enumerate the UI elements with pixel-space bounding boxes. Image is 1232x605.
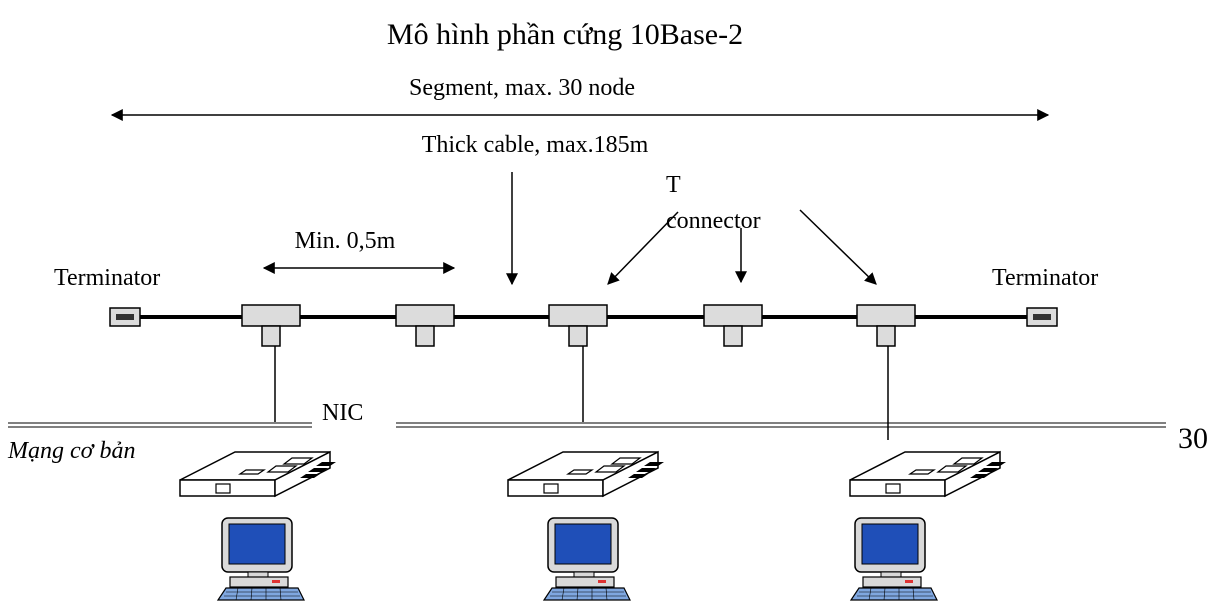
t-connector-arrow-1 bbox=[607, 211, 679, 285]
t-connector-icon bbox=[548, 304, 608, 347]
min-distance-label: Min. 0,5m bbox=[295, 228, 396, 254]
t-connector-arrow-3 bbox=[799, 209, 877, 285]
computer-icon bbox=[850, 517, 938, 601]
computer-icon bbox=[217, 517, 305, 601]
t-connector-label-line2: connector bbox=[666, 208, 761, 234]
segment-label: Segment, max. 30 node bbox=[409, 75, 635, 101]
terminator-right-label: Terminator bbox=[992, 265, 1098, 291]
footer-section-label: Mạng cơ bản bbox=[7, 438, 135, 464]
nic-label: NIC bbox=[322, 400, 363, 426]
t-connector-icon bbox=[241, 304, 301, 347]
computer-icon bbox=[543, 517, 631, 601]
nic-card-icon bbox=[507, 451, 665, 497]
terminator-left-label: Terminator bbox=[54, 265, 160, 291]
nic-card-icon bbox=[179, 451, 337, 497]
page-number: 30 bbox=[1178, 422, 1208, 455]
nic-card-icon bbox=[849, 451, 1007, 497]
t-connector-icon bbox=[703, 304, 763, 347]
t-connector-icon bbox=[395, 304, 455, 347]
t-connector-label-line1: T bbox=[666, 172, 681, 198]
terminator-icon bbox=[109, 307, 141, 327]
terminator-icon bbox=[1026, 307, 1058, 327]
diagram-title: Mô hình phần cứng 10Base-2 bbox=[387, 18, 743, 51]
t-connector-icon bbox=[856, 304, 916, 347]
cable-label: Thick cable, max.185m bbox=[422, 132, 649, 158]
